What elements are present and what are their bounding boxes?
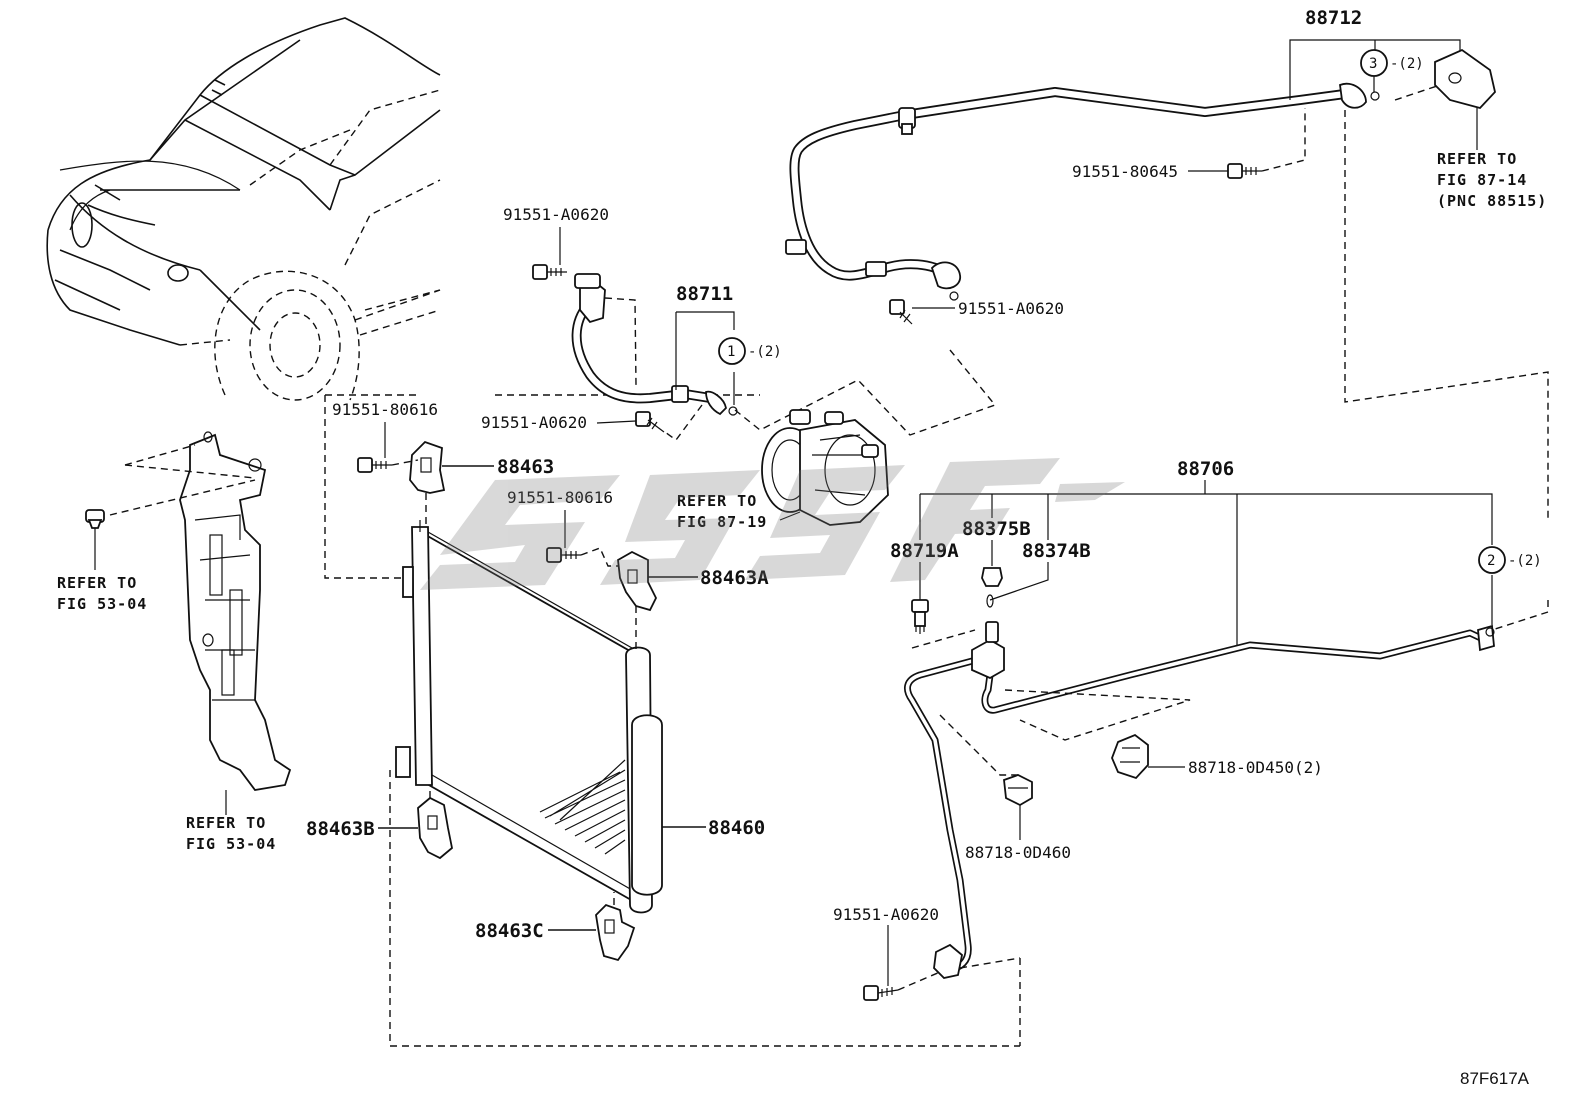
label-91551-a0620-mid: 91551-A0620: [481, 413, 587, 432]
ref-fig-87-19-line1: REFER TO: [677, 492, 757, 510]
compressor: [734, 349, 997, 526]
callout-3-number: 3: [1369, 56, 1377, 72]
callout-1-number: 1: [727, 344, 735, 360]
bolt-91551-80616-a: [357, 422, 419, 473]
ref-fig-87-14-line3: (PNC 88515): [1437, 192, 1547, 210]
label-91551-80616-a: 91551-80616: [332, 400, 438, 419]
bracket-88463: [409, 440, 494, 525]
label-88712: 88712: [1305, 7, 1362, 29]
ref-fig-53-04-bottom-line1: REFER TO: [186, 814, 266, 832]
radiator-support-duct: [109, 431, 292, 791]
ref-fig-87-14-line2: FIG 87-14: [1437, 171, 1527, 189]
label-91551-80616-b: 91551-80616: [507, 488, 613, 507]
diagram-id: 87F617A: [1460, 1069, 1530, 1088]
callout-2: 2 -(2): [1478, 546, 1542, 574]
bolt-91551-80645: [1188, 108, 1306, 179]
suction-hose-88712: [785, 82, 1380, 301]
callout-1-qty: -(2): [748, 344, 782, 360]
label-88706: 88706: [1177, 458, 1234, 480]
label-88374b: 88374B: [1022, 540, 1091, 562]
label-88718-0d460: 88718-0D460: [965, 843, 1071, 862]
vehicle-locator-illustration: [46, 17, 441, 401]
watermark-logo: [420, 458, 1125, 590]
label-88463: 88463: [497, 456, 554, 478]
bolt-91551-80616-b: [546, 510, 618, 567]
bolt-91551-a0620-top: [532, 227, 567, 280]
clamp-88718-0d460: [1003, 774, 1033, 840]
condenser-assembly: [324, 394, 1020, 1047]
condenser-fins: [539, 759, 626, 855]
label-88719a: 88719A: [890, 540, 959, 562]
ref-fig-53-04-top-line2: FIG 53-04: [57, 595, 147, 613]
label-91551-80645: 91551-80645: [1072, 162, 1178, 181]
label-88460: 88460: [708, 817, 765, 839]
bracket-88463a: [617, 550, 698, 650]
label-91551-a0620-top: 91551-A0620: [503, 205, 609, 224]
valve-core-88375b: [981, 567, 1003, 587]
sensor-88719a: [911, 599, 929, 634]
label-91551-a0620-bottom: 91551-A0620: [833, 905, 939, 924]
o-ring-88374b: [986, 594, 994, 608]
bolt-91551-a0620-mid: [596, 411, 665, 433]
label-88463c: 88463C: [475, 920, 544, 942]
label-88711: 88711: [676, 283, 733, 305]
callout-3-qty: -(2): [1390, 56, 1424, 72]
bracket-88463b: [378, 790, 453, 860]
label-88463b: 88463B: [306, 818, 375, 840]
label-88718-0d450: 88718-0D450(2): [1188, 758, 1323, 777]
callout-2-qty: -(2): [1508, 553, 1542, 569]
bolt-91551-a0620-hose: [889, 299, 955, 325]
bolt-91551-a0620-bottom: [863, 925, 941, 1001]
liquid-tube-88706: [904, 621, 1495, 1046]
label-88463a: 88463A: [700, 567, 769, 589]
callout-2-number: 2: [1487, 553, 1495, 569]
ref-fig-87-14-line1: REFER TO: [1437, 150, 1517, 168]
label-91551-a0620-hose: 91551-A0620: [958, 299, 1064, 318]
callout-3: 3 -(2): [1360, 49, 1424, 77]
ref-fig-53-04-bottom-line2: FIG 53-04: [186, 835, 276, 853]
ref-fig-53-04-top-line1: REFER TO: [57, 574, 137, 592]
clip-fastener: [85, 509, 105, 570]
callout-1: 1 -(2): [718, 337, 782, 365]
label-88375b: 88375B: [962, 518, 1031, 540]
ref-fig-87-19-line2: FIG 87-19: [677, 513, 767, 531]
clamp-88718-0d450: [1111, 733, 1185, 780]
evaporator-fitting: [1394, 48, 1496, 110]
discharge-hose-88711: [571, 273, 738, 441]
bracket-88463c: [548, 892, 636, 962]
